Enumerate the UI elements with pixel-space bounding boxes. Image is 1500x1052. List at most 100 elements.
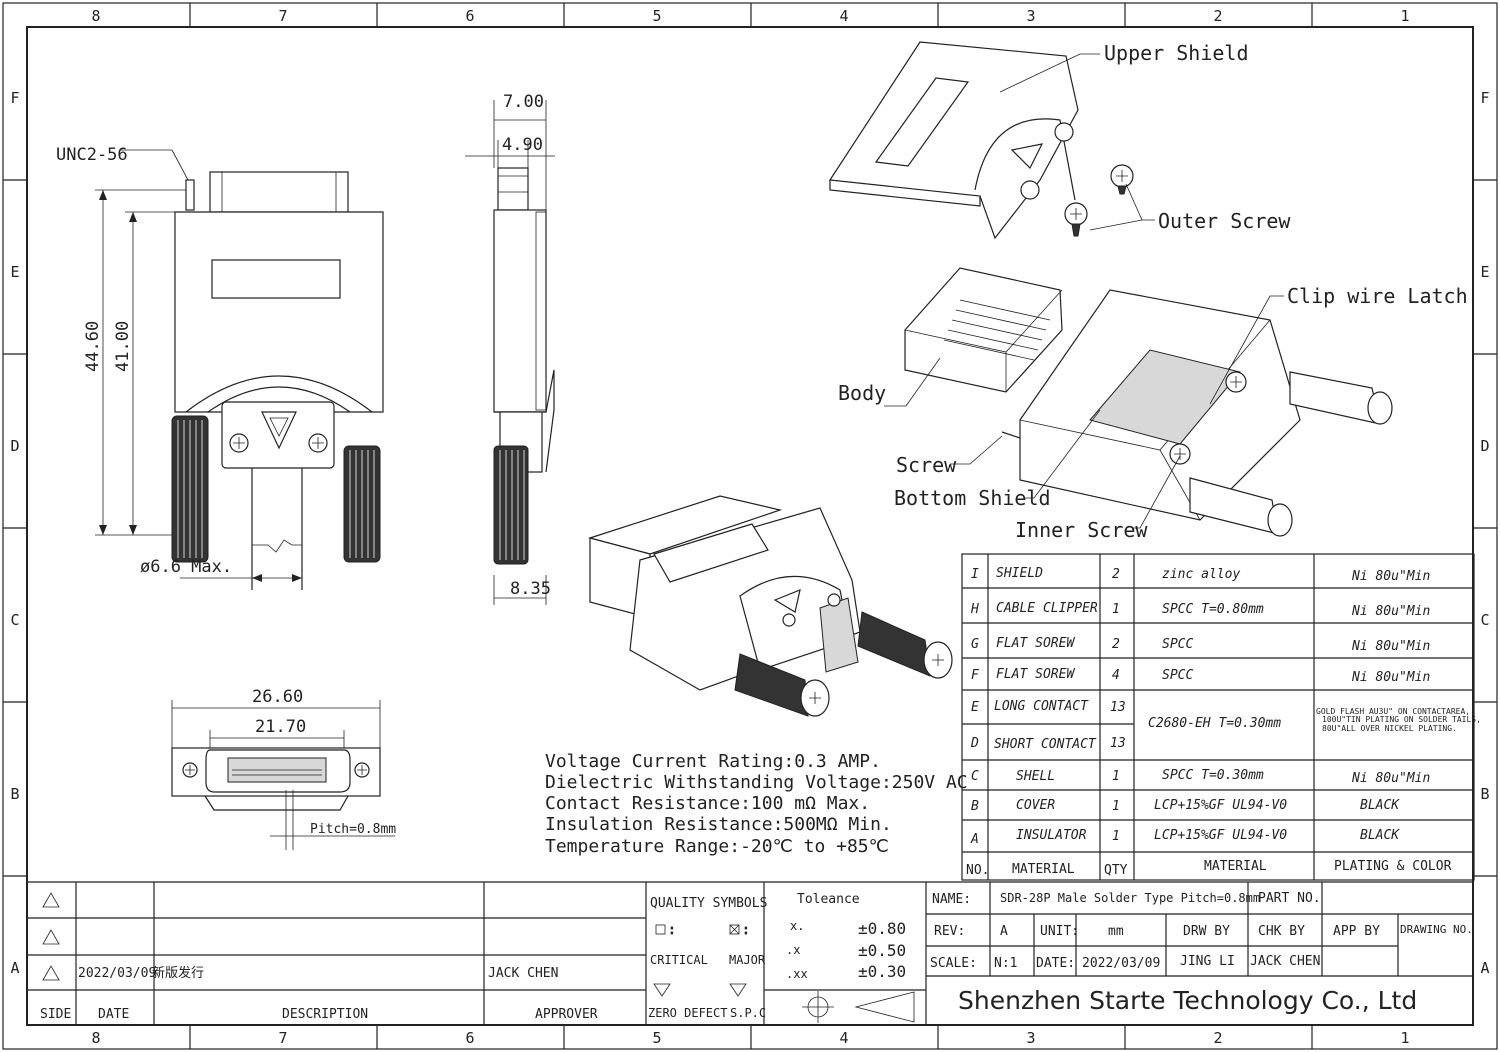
zone-col-bottom-8: 8 — [91, 1029, 100, 1047]
drw-by-label: DRW BY — [1183, 924, 1230, 939]
callout-upper-shield: Upper Shield — [1104, 41, 1249, 65]
zone-row-right-f: F — [1480, 89, 1489, 107]
tolerance-value: ±0.50 — [858, 941, 906, 960]
dim-front-overall: 26.60 — [252, 687, 303, 707]
tolerance-label: .x — [786, 943, 800, 957]
revision-header-side: SIDE — [40, 1007, 71, 1022]
isometric-assembled-view — [587, 495, 953, 717]
zone-col-bottom-2: 2 — [1213, 1029, 1222, 1047]
tolerance-label: .xx — [786, 967, 808, 981]
svg-text::: : — [742, 923, 750, 938]
revision-header-description: DESCRIPTION — [282, 1007, 368, 1022]
bom-material: SPCC T=0.30mm — [1162, 768, 1264, 783]
zone-row-right-b: B — [1480, 785, 1489, 803]
bom-material: zinc alloy — [1162, 567, 1240, 582]
spec-temperature-range: Temperature Range:-20℃ to +85℃ — [545, 836, 889, 857]
bom-qty: 1 — [1112, 602, 1120, 617]
zone-row-right-c: C — [1480, 611, 1489, 629]
callout-screw: Screw — [896, 453, 957, 477]
zone-row-left-e: E — [10, 263, 19, 281]
bom-part: FLAT SOREW — [996, 667, 1075, 682]
rev-value: A — [1000, 924, 1008, 939]
tolerance-value: ±0.30 — [858, 962, 906, 981]
mating-face-view: 26.60 21.70 Pitch=0.8mm — [171, 687, 396, 850]
scale-label: SCALE: — [930, 956, 977, 971]
bom-part: FLAT SOREW — [996, 636, 1075, 651]
part-no-label: PART NO. — [1258, 891, 1321, 906]
bom-plating: Ni 80u"Min — [1351, 604, 1430, 619]
zone-col-bottom-3: 3 — [1026, 1029, 1035, 1047]
bom-part: SHORT CONTACT — [994, 737, 1097, 752]
zone-row-left-a: A — [10, 959, 19, 977]
zone-col-bottom-4: 4 — [839, 1029, 848, 1047]
bom-contact-plating-line3: 80U"ALL OVER NICKEL PLATING. — [1322, 724, 1457, 733]
bom-part: SHELL — [1016, 769, 1055, 784]
bom-no: C — [971, 769, 979, 784]
dim-front-inner: 21.70 — [255, 717, 306, 737]
bom-no: A — [970, 832, 979, 847]
app-by-label: APP BY — [1333, 924, 1380, 939]
bom-qty: 13 — [1110, 736, 1126, 751]
revision-description: 新版发行 — [152, 965, 204, 981]
side-view: 7.00 4.90 8.35 — [465, 92, 555, 605]
bom-contact-material: C2680-EH T=0.30mm — [1148, 716, 1281, 731]
bom-part: INSULATOR — [1016, 828, 1087, 843]
zone-row-right-d: D — [1480, 437, 1489, 455]
dim-body-height: 41.00 — [113, 321, 133, 372]
bom-material: SPCC T=0.80mm — [1162, 602, 1264, 617]
bom-table: I SHIELD 2 zinc alloy Ni 80u"Min H CABLE… — [961, 553, 1481, 881]
bom-part: COVER — [1016, 798, 1055, 813]
name-label: NAME: — [932, 892, 971, 907]
bom-no: I — [971, 567, 979, 582]
unit-value: mm — [1108, 924, 1124, 939]
dim-side-inner: 4.90 — [502, 135, 543, 155]
unit-label: UNIT: — [1040, 924, 1079, 939]
rev-label: REV: — [934, 924, 965, 939]
zone-row-right-a: A — [1480, 959, 1489, 977]
company-name: Shenzhen Starte Technology Co., Ltd — [958, 986, 1417, 1015]
zone-col-bottom-1: 1 — [1400, 1029, 1409, 1047]
title-block: 2022/03/09 新版发行 JACK CHEN SIDE DATE DESC… — [27, 881, 1473, 1025]
quality-title: QUALITY SYMBOLS — [650, 896, 767, 911]
callout-body: Body — [838, 381, 886, 405]
drw-by-value: JING LI — [1180, 954, 1235, 969]
bom-header-part: MATERIAL — [1012, 862, 1075, 877]
zone-col-bottom-5: 5 — [652, 1029, 661, 1047]
date-label: DATE: — [1036, 956, 1075, 971]
zone-row-left-b: B — [10, 785, 19, 803]
scale-value: N:1 — [994, 956, 1017, 971]
bom-plating: Ni 80u"Min — [1351, 639, 1430, 654]
bom-no: D — [970, 736, 979, 751]
bom-material: LCP+15%GF UL94-V0 — [1154, 828, 1287, 843]
bom-material: SPCC — [1162, 668, 1193, 683]
bom-no: F — [971, 668, 980, 683]
quality-critical: CRITICAL — [650, 953, 708, 967]
dim-side-bottom: 8.35 — [510, 579, 551, 599]
zone-row-left-c: C — [10, 611, 19, 629]
bom-header-qty: QTY — [1104, 863, 1128, 878]
callout-bottom-shield: Bottom Shield — [894, 486, 1051, 510]
bom-material: LCP+15%GF UL94-V0 — [1154, 798, 1287, 813]
revision-header-approver: APPROVER — [535, 1007, 598, 1022]
bottom-shield-drawing — [1001, 289, 1393, 537]
revision-date: 2022/03/09 — [78, 966, 156, 981]
revision-header-date: DATE — [98, 1007, 129, 1022]
bom-contact-plating-line2: 100U"TIN PLATING ON SOLDER TAILS, — [1322, 715, 1481, 724]
drawing-name: SDR-28P Male Solder Type Pitch=0.8mm — [1000, 891, 1260, 905]
bom-material: SPCC — [1162, 637, 1193, 652]
bom-header-material: MATERIAL — [1204, 859, 1267, 874]
bom-qty: 1 — [1112, 829, 1120, 844]
quality-spc: S.P.C — [730, 1006, 766, 1020]
zone-col-top-6: 6 — [465, 7, 474, 25]
zone-col-top-3: 3 — [1026, 7, 1035, 25]
tolerance-title: Toleance — [797, 892, 860, 907]
callout-clip-wire-latch: Clip wire Latch — [1287, 284, 1468, 308]
dim-side-top: 7.00 — [503, 92, 544, 112]
bom-plating: Ni 80u"Min — [1351, 771, 1430, 786]
bom-qty: 13 — [1110, 700, 1126, 715]
dim-overall-height: 44.60 — [83, 321, 103, 372]
tolerance-value: ±0.80 — [858, 919, 906, 938]
bom-qty: 2 — [1112, 567, 1120, 582]
spec-insulation-resistance: Insulation Resistance:500MΩ Min. — [545, 814, 892, 835]
